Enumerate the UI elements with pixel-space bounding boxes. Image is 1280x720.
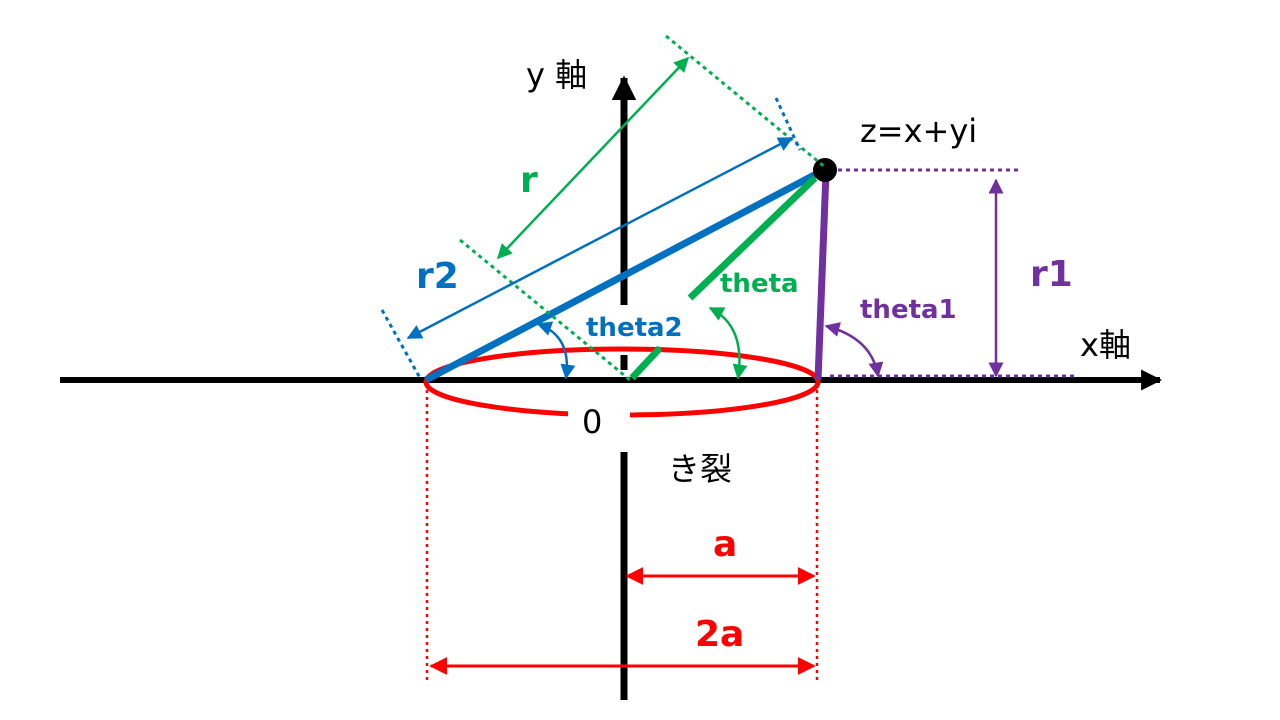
- point-z: [813, 158, 837, 182]
- theta1-label: theta1: [860, 295, 957, 325]
- r2-dimension-arrow: [406, 136, 794, 340]
- x-axis-label: x軸: [1080, 326, 1131, 364]
- theta2-arc: [536, 321, 576, 380]
- r2-extension-top: [774, 97, 802, 151]
- theta-label: theta: [720, 269, 799, 299]
- r-label: r: [520, 160, 538, 201]
- r1-line: [814, 171, 830, 381]
- theta1-arc: [824, 322, 884, 378]
- theta-arc: [708, 306, 748, 380]
- r2-extension-bottom: [380, 309, 422, 379]
- r2-label: r2: [416, 256, 459, 297]
- two-a-label: 2a: [695, 614, 744, 655]
- r-line-lower: [629, 345, 663, 381]
- point-z-label: z=x+yi: [860, 112, 977, 150]
- crack-label: き裂: [668, 450, 732, 488]
- r1-label: r1: [1030, 254, 1073, 295]
- origin-label: 0: [582, 403, 602, 441]
- origin-label-bg: [568, 402, 630, 442]
- y-axis-label: y 軸: [526, 56, 587, 94]
- a-label: a: [713, 524, 737, 565]
- theta2-label: theta2: [586, 313, 683, 343]
- r-extension-top: [665, 34, 827, 170]
